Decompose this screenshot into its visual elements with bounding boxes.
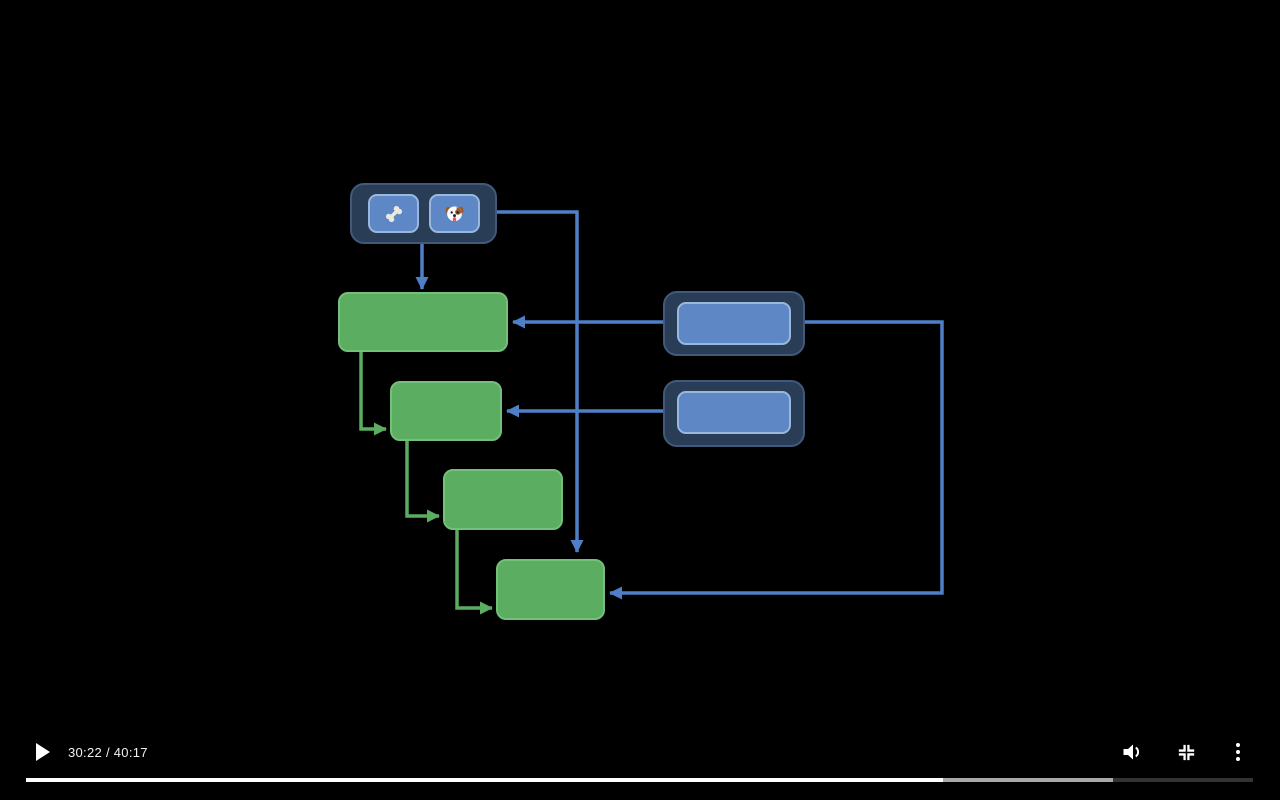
progress-played bbox=[26, 778, 943, 782]
more-options-button[interactable] bbox=[1228, 739, 1248, 765]
dot-icon bbox=[1236, 743, 1240, 747]
progress-track bbox=[1113, 778, 1253, 782]
diagram-node-blue-container-2 bbox=[663, 380, 805, 447]
blue-chip-1 bbox=[677, 302, 791, 345]
progress-buffered bbox=[943, 778, 1113, 782]
fullscreen-exit-button[interactable] bbox=[1172, 739, 1200, 765]
dog-chip bbox=[429, 194, 480, 233]
edge-step3-to-step4 bbox=[455, 529, 493, 615]
fullscreen-exit-icon bbox=[1178, 744, 1194, 760]
edge-step1-to-step2 bbox=[359, 351, 387, 436]
diagram-node-green-step-4 bbox=[496, 559, 605, 620]
edge-step2-to-step3 bbox=[405, 440, 440, 523]
time-display: 30:22 / 40:17 bbox=[68, 745, 148, 760]
bone-chip bbox=[368, 194, 419, 233]
dot-icon bbox=[1236, 757, 1240, 761]
play-icon bbox=[36, 743, 50, 761]
play-button[interactable] bbox=[30, 738, 56, 766]
diagram-node-green-step-2 bbox=[390, 381, 502, 441]
edge-source-to-step4 bbox=[497, 210, 584, 553]
edge-blue1-around-to-step4 bbox=[609, 320, 944, 600]
dot-icon bbox=[1236, 750, 1240, 754]
player-controls: 30:22 / 40:17 bbox=[0, 730, 1280, 776]
bone-icon bbox=[385, 205, 402, 222]
diagram-node-blue-container-1 bbox=[663, 291, 805, 356]
diagram-node-green-step-3 bbox=[443, 469, 563, 530]
progress-bar[interactable] bbox=[0, 778, 1280, 782]
diagram-node-green-step-1 bbox=[338, 292, 508, 352]
blue-chip-2 bbox=[677, 391, 791, 434]
diagram-node-source-container bbox=[350, 183, 497, 244]
volume-button[interactable] bbox=[1118, 739, 1146, 765]
dog-icon bbox=[445, 206, 464, 222]
volume-icon bbox=[1123, 744, 1140, 760]
